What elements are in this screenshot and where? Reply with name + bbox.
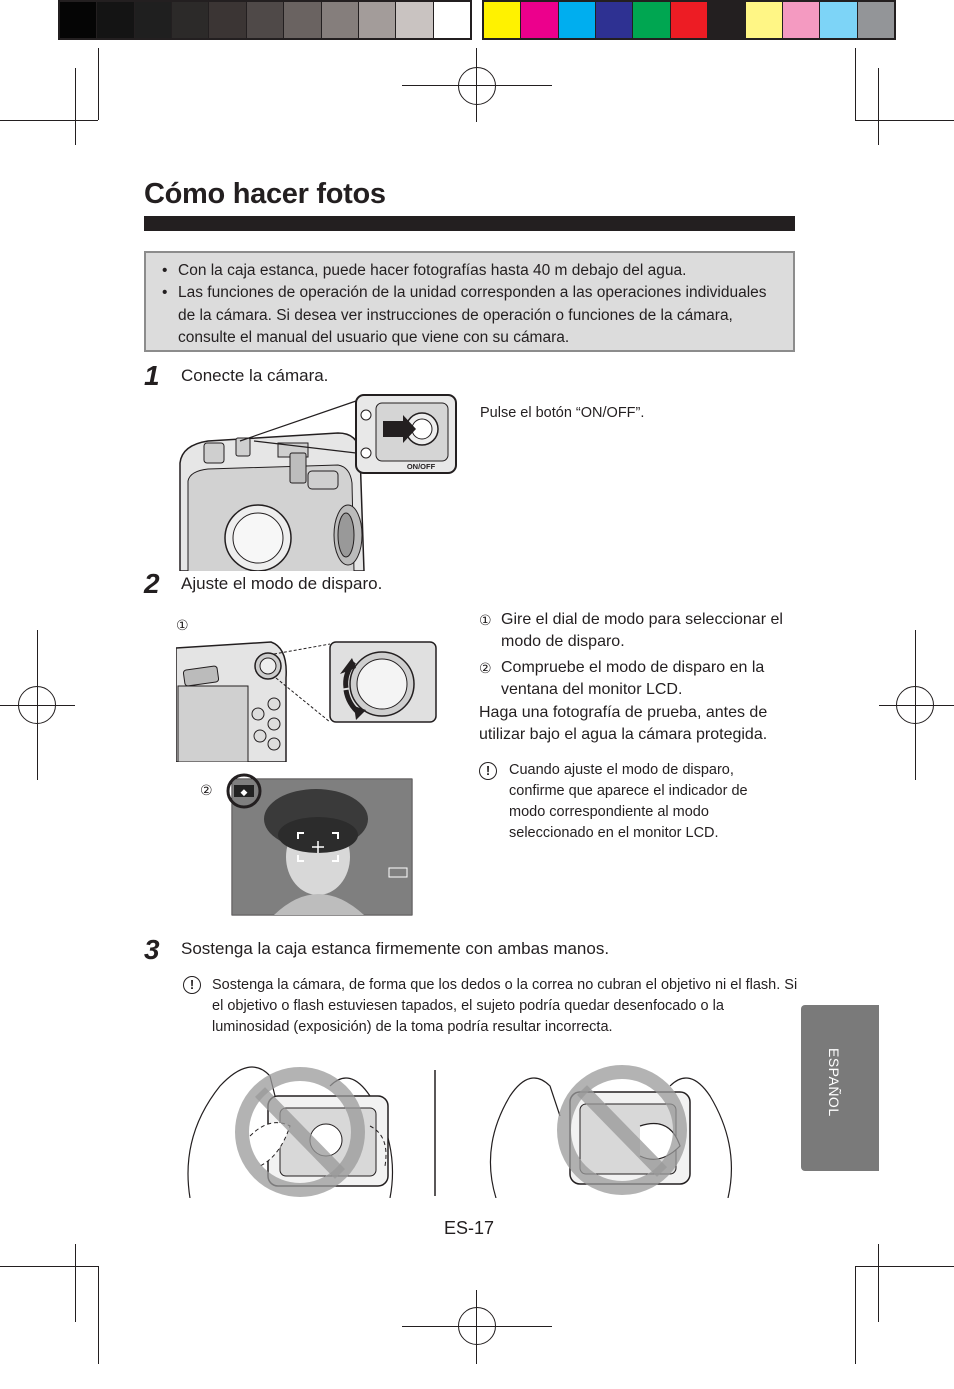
color-swatch bbox=[744, 2, 782, 38]
color-swatch bbox=[669, 2, 708, 38]
gray-swatch bbox=[60, 2, 97, 38]
on-off-button-label: ON/OFF bbox=[407, 462, 436, 471]
color-swatch bbox=[484, 2, 521, 38]
note-box: Con la caja estanca, puede hacer fotogra… bbox=[144, 251, 795, 352]
gray-swatch bbox=[245, 2, 284, 38]
grayscale-bar bbox=[58, 0, 472, 40]
color-swatch bbox=[557, 2, 596, 38]
color-swatch bbox=[856, 2, 894, 38]
incorrect-grip-2 bbox=[489, 1065, 733, 1198]
color-swatch bbox=[781, 2, 820, 38]
hand-grip-illustrations bbox=[187, 1065, 733, 1198]
marker-1: ① bbox=[176, 617, 189, 633]
incorrect-grip-1 bbox=[187, 1066, 394, 1198]
item2-marker: ② bbox=[479, 660, 492, 676]
color-swatch bbox=[819, 2, 857, 38]
step-text-2: Ajuste el modo de disparo. bbox=[181, 574, 383, 593]
gray-swatch bbox=[283, 2, 321, 38]
prohibited-icon bbox=[235, 1067, 365, 1197]
step-number-3: 3 bbox=[144, 934, 160, 965]
step-text-3: Sostenga la caja estanca firmemente con … bbox=[181, 939, 610, 958]
step-text-1: Conecte la cámara. bbox=[181, 366, 329, 385]
gray-swatch bbox=[395, 2, 433, 38]
note-item: Con la caja estanca, puede hacer fotogra… bbox=[162, 260, 781, 283]
language-tab bbox=[801, 1005, 879, 1171]
step3-caution: Sostenga la cámara, de forma que los ded… bbox=[212, 977, 798, 1035]
gray-swatch bbox=[171, 2, 209, 38]
gray-swatch bbox=[432, 2, 470, 38]
item1-text: Gire el dial de modo para seleccionar el… bbox=[501, 611, 783, 650]
color-swatch bbox=[595, 2, 633, 38]
note-item: Las funciones de operación de la unidad … bbox=[162, 282, 781, 349]
step2-item-2: ② Compruebe el modo de disparo en la ven… bbox=[479, 657, 799, 701]
title-rule bbox=[144, 216, 795, 231]
gray-swatch bbox=[320, 2, 358, 38]
caution-icon: ! bbox=[479, 762, 497, 780]
color-swatch bbox=[707, 2, 745, 38]
gray-swatch bbox=[357, 2, 396, 38]
step2-item-1: ① Gire el dial de modo para seleccionar … bbox=[479, 609, 799, 653]
mode-dial-illustration bbox=[176, 641, 437, 762]
language-tab-label: ESPAÑOL bbox=[826, 1048, 842, 1117]
page-title: Cómo hacer fotos bbox=[144, 178, 386, 210]
step2-caution: Cuando ajuste el modo de disparo, confir… bbox=[509, 762, 748, 841]
color-bar bbox=[482, 0, 896, 40]
color-swatch bbox=[520, 2, 558, 38]
step2-extra: Haga una fotografía de prueba, antes de … bbox=[479, 704, 768, 743]
step-number-2: 2 bbox=[144, 568, 160, 599]
marker-2: ② bbox=[200, 782, 213, 798]
step1-caption: Pulse el botón “ON/OFF”. bbox=[480, 405, 645, 421]
color-swatch bbox=[632, 2, 670, 38]
prohibited-icon bbox=[557, 1065, 687, 1195]
page-number: ES-17 bbox=[444, 1218, 495, 1238]
step-number-1: 1 bbox=[144, 360, 160, 391]
svg-text:◆: ◆ bbox=[241, 788, 248, 798]
camera-on-off-illustration: ON/OFF bbox=[179, 394, 457, 571]
lcd-monitor-photo: ◆ bbox=[226, 773, 413, 916]
gray-swatch bbox=[96, 2, 134, 38]
gray-swatch bbox=[133, 2, 172, 38]
gray-swatch bbox=[208, 2, 246, 38]
item1-marker: ① bbox=[479, 612, 492, 628]
caution-icon: ! bbox=[183, 976, 201, 994]
item2-text: Compruebe el modo de disparo en la venta… bbox=[501, 659, 765, 698]
